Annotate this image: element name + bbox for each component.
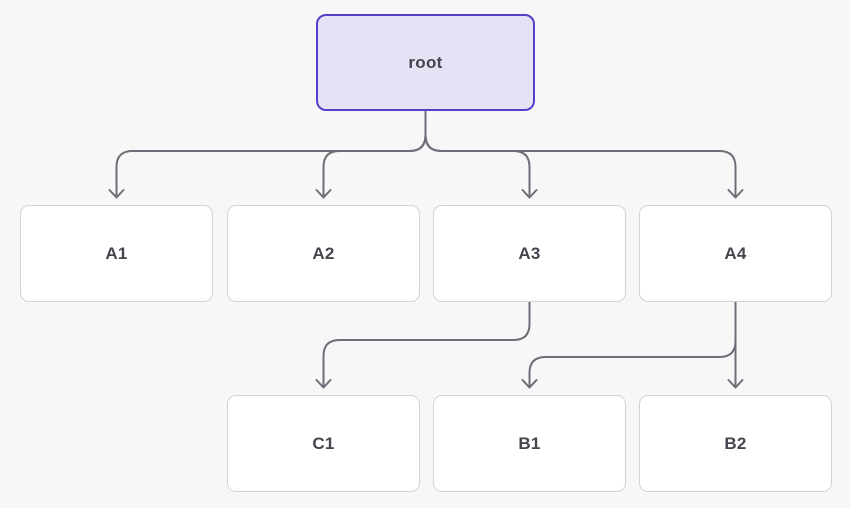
node-b1: B1 [433, 395, 626, 492]
edge-line [322, 110, 427, 198]
node-a1: A1 [20, 205, 213, 302]
node-a3: A3 [433, 205, 626, 302]
node-root-label: root [408, 52, 443, 72]
arrowhead-down-icon [521, 379, 538, 389]
node-b2: B2 [639, 395, 832, 492]
node-a1-label: A1 [105, 243, 128, 263]
node-c1: C1 [227, 395, 420, 492]
node-b1-label: B1 [518, 433, 541, 453]
edge-root-a1 [108, 110, 427, 199]
arrowhead-down-icon [727, 189, 744, 199]
edge-root-a3 [424, 110, 538, 199]
arrowhead-down-icon [315, 189, 332, 199]
edge-line [424, 110, 531, 198]
edge-line [424, 110, 737, 198]
edge-line [322, 301, 531, 388]
arrowhead-down-icon [521, 189, 538, 199]
node-b2-label: B2 [724, 433, 747, 453]
edge-line [115, 110, 427, 198]
node-c1-label: C1 [312, 433, 335, 453]
arrowhead-down-icon [727, 379, 744, 389]
node-a4-label: A4 [724, 243, 747, 263]
node-a2: A2 [227, 205, 420, 302]
node-root: root [316, 14, 535, 111]
node-a2-label: A2 [312, 243, 335, 263]
arrowhead-down-icon [108, 189, 125, 199]
edge-root-a4 [424, 110, 744, 199]
edge-line [528, 301, 737, 388]
edge-a4-b1 [521, 301, 737, 389]
node-a4: A4 [639, 205, 832, 302]
edge-a4-b2 [727, 301, 744, 389]
node-a3-label: A3 [518, 243, 541, 263]
arrowhead-down-icon [315, 379, 332, 389]
edge-root-a2 [315, 110, 427, 199]
edge-a3-c1 [315, 301, 531, 389]
